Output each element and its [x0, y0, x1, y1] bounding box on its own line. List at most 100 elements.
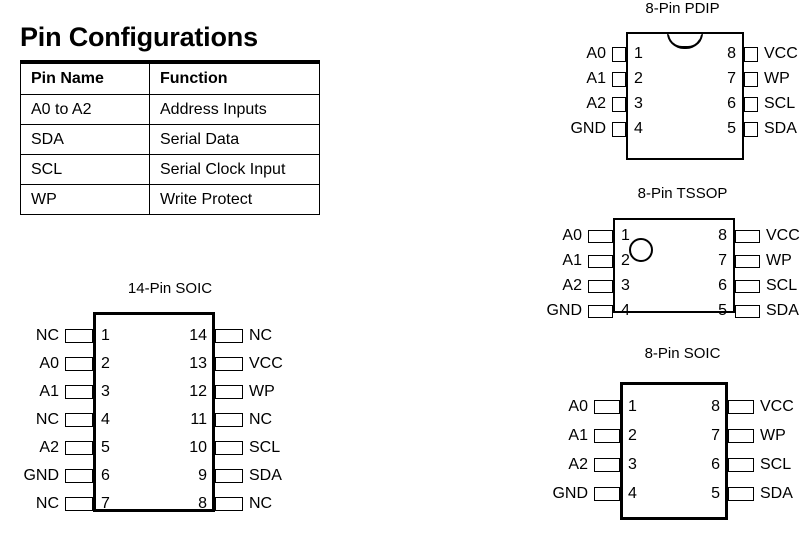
- pin-label-left-6: GND: [23, 467, 59, 484]
- lead-left-4: [594, 487, 620, 501]
- cell-pin-name: SDA: [20, 124, 150, 155]
- pin-number-3: 3: [621, 277, 630, 294]
- lead-right-5: [735, 304, 760, 318]
- table-header-row: Pin Name Function: [20, 60, 320, 95]
- lead-right-11: [215, 413, 243, 427]
- pin-label-left-1: A0: [562, 227, 582, 244]
- lead-left-3: [588, 279, 613, 293]
- pin-number-5: 5: [101, 439, 110, 456]
- pin-number-4: 4: [101, 411, 110, 428]
- lead-left-1: [594, 400, 620, 414]
- pin-label-right-11: NC: [249, 411, 273, 428]
- cell-function: Serial Data: [149, 124, 320, 155]
- pin-number-13: 13: [189, 355, 207, 372]
- lead-right-8: [728, 400, 754, 414]
- pin-label-left-2: A0: [39, 355, 59, 372]
- cell-pin-name: WP: [20, 184, 150, 215]
- lead-left-2: [65, 357, 93, 371]
- pin-number-1: 1: [628, 398, 637, 415]
- pin-label-left-1: A0: [568, 398, 588, 415]
- lead-right-6: [728, 458, 754, 472]
- package-body-tssop8: [613, 218, 735, 313]
- pin-label-right-6: SCL: [760, 456, 792, 473]
- pin-label-left-1: NC: [35, 327, 59, 344]
- pin-number-2: 2: [628, 427, 637, 444]
- pin-label-right-7: WP: [760, 427, 786, 444]
- pin-number-3: 3: [628, 456, 637, 473]
- lead-right-8: [735, 229, 760, 243]
- pin-number-1: 1: [634, 45, 643, 62]
- page-title: Pin Configurations: [20, 22, 258, 52]
- pin-label-right-7: WP: [766, 252, 792, 269]
- pin-number-6: 6: [727, 95, 736, 112]
- pin-number-6: 6: [711, 456, 720, 473]
- lead-left-3: [612, 96, 626, 112]
- package-title-tssop8: 8-Pin TSSOP: [637, 185, 728, 202]
- pin-number-5: 5: [727, 120, 736, 137]
- lead-left-4: [588, 304, 613, 318]
- pin-number-3: 3: [634, 95, 643, 112]
- cell-function: Write Protect: [149, 184, 320, 215]
- package-title-soic8: 8-Pin SOIC: [644, 345, 721, 362]
- cell-function: Serial Clock Input: [149, 154, 320, 185]
- pin-label-right-10: SCL: [249, 439, 281, 456]
- pin-label-left-3: A2: [568, 456, 588, 473]
- pin-label-right-6: SCL: [764, 95, 796, 112]
- cell-pin-name: A0 to A2: [20, 94, 150, 125]
- pin-number-4: 4: [628, 485, 637, 502]
- lead-left-6: [65, 469, 93, 483]
- pin-label-right-8: VCC: [764, 45, 798, 62]
- pin-label-right-6: SCL: [766, 277, 798, 294]
- cell-pin-name: SCL: [20, 154, 150, 185]
- package-title-soic14: 14-Pin SOIC: [127, 280, 213, 297]
- lead-left-3: [594, 458, 620, 472]
- lead-right-10: [215, 441, 243, 455]
- pin-label-left-2: A1: [586, 70, 606, 87]
- pin-number-2: 2: [621, 252, 630, 269]
- lead-left-2: [612, 71, 626, 87]
- pin-number-14: 14: [189, 327, 207, 344]
- pin-number-5: 5: [718, 302, 727, 319]
- pin-label-left-4: NC: [35, 411, 59, 428]
- pin-number-8: 8: [727, 45, 736, 62]
- pin-number-2: 2: [101, 355, 110, 372]
- lead-left-2: [594, 429, 620, 443]
- pin-label-left-7: NC: [35, 495, 59, 512]
- pin-number-10: 10: [189, 439, 207, 456]
- lead-left-5: [65, 441, 93, 455]
- pin-label-left-3: A1: [39, 383, 59, 400]
- pin-label-right-12: WP: [249, 383, 275, 400]
- column-header-pin-name: Pin Name: [20, 60, 150, 95]
- pin-number-4: 4: [621, 302, 630, 319]
- pin-label-left-1: A0: [586, 45, 606, 62]
- pin-label-right-5: SDA: [766, 302, 799, 319]
- pin-label-left-5: A2: [39, 439, 59, 456]
- pin-number-8: 8: [711, 398, 720, 415]
- lead-left-3: [65, 385, 93, 399]
- lead-right-8: [744, 46, 758, 62]
- pin-label-right-7: WP: [764, 70, 790, 87]
- pin-number-6: 6: [101, 467, 110, 484]
- pin-label-left-4: GND: [546, 302, 582, 319]
- lead-left-1: [65, 329, 93, 343]
- pin-label-right-13: VCC: [249, 355, 283, 372]
- pin-number-5: 5: [711, 485, 720, 502]
- pin-number-11: 11: [190, 411, 207, 428]
- pin-label-right-8: VCC: [760, 398, 794, 415]
- pin-number-8: 8: [198, 495, 207, 512]
- pin-number-2: 2: [634, 70, 643, 87]
- pin-label-left-2: A1: [562, 252, 582, 269]
- pin-label-right-9: SDA: [249, 467, 282, 484]
- pin-number-7: 7: [718, 252, 727, 269]
- pin-number-6: 6: [718, 277, 727, 294]
- lead-right-7: [728, 429, 754, 443]
- lead-left-2: [588, 254, 613, 268]
- lead-right-6: [744, 96, 758, 112]
- pin-number-12: 12: [189, 383, 207, 400]
- pin-number-7: 7: [101, 495, 110, 512]
- pin-number-1: 1: [621, 227, 630, 244]
